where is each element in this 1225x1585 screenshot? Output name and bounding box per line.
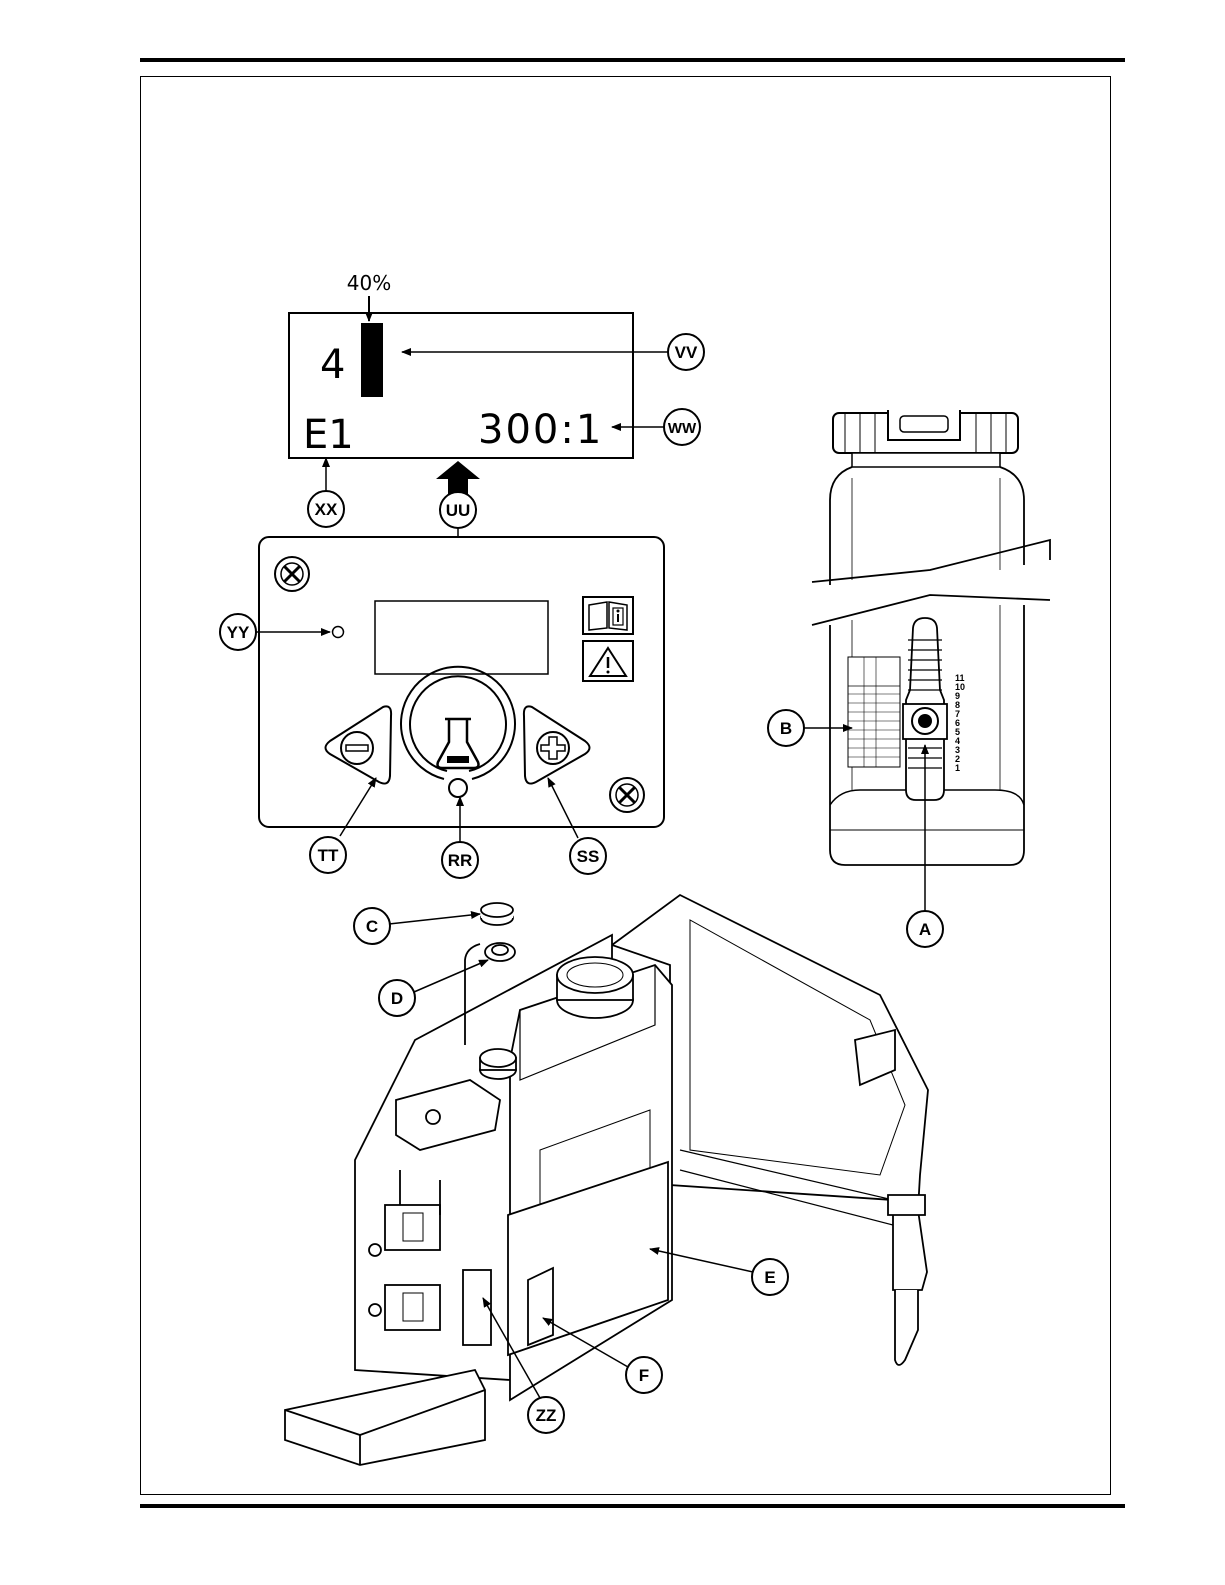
- svg-text:WW: WW: [668, 420, 697, 437]
- svg-text:SS: SS: [577, 847, 600, 866]
- callout-a: A: [907, 911, 943, 947]
- callout-c: C: [354, 908, 390, 944]
- svg-text:VV: VV: [675, 343, 698, 362]
- svg-text:E: E: [764, 1268, 775, 1287]
- callout-e: E: [752, 1259, 788, 1295]
- lcd-display-detail: 40% 4 E1 300:1: [289, 271, 633, 458]
- dilution-chart: [848, 657, 900, 767]
- svg-text:ZZ: ZZ: [536, 1406, 557, 1425]
- svg-text:XX: XX: [315, 500, 338, 519]
- svg-text:A: A: [919, 920, 931, 939]
- error-code: E1: [303, 412, 354, 458]
- callout-d: D: [379, 980, 415, 1016]
- metering-scale: 11 10 9 8 7 6 5 4 3 2 1: [955, 673, 965, 773]
- svg-text:RR: RR: [448, 851, 473, 870]
- concentrate-bottle: 11 10 9 8 7 6 5 4 3 2 1: [812, 410, 1050, 865]
- svg-text:F: F: [639, 1366, 649, 1385]
- indicator-led: [333, 627, 344, 638]
- svg-text:YY: YY: [227, 623, 250, 642]
- callout-rr: RR: [442, 842, 478, 878]
- callout-ss: SS: [570, 838, 606, 874]
- machine-assembly: [285, 895, 928, 1465]
- svg-text:TT: TT: [318, 846, 339, 865]
- level-bar: [361, 323, 383, 397]
- ratio-readout: 300:1: [478, 407, 603, 453]
- svg-text:C: C: [366, 917, 378, 936]
- callout-tt: TT: [310, 837, 346, 873]
- control-panel: [259, 537, 664, 827]
- warning-icon: [583, 641, 633, 681]
- callout-f: F: [626, 1357, 662, 1393]
- callout-uu: UU: [440, 492, 476, 528]
- footer-rule: [140, 1504, 1125, 1508]
- callout-xx: XX: [308, 491, 344, 527]
- manual-info-icon: [583, 597, 633, 634]
- svg-text:D: D: [391, 989, 403, 1008]
- display-window: [375, 601, 548, 674]
- callout-b: B: [768, 710, 804, 746]
- callout-vv: VV: [668, 334, 704, 370]
- svg-text:1: 1: [955, 763, 960, 773]
- percent-label: 40%: [347, 271, 391, 295]
- svg-text:B: B: [780, 719, 792, 738]
- callout-ww: WW: [664, 409, 700, 445]
- up-arrow-icon: [436, 461, 480, 494]
- level-number: 4: [320, 342, 345, 388]
- svg-text:UU: UU: [446, 501, 471, 520]
- callout-yy: YY: [220, 614, 256, 650]
- callout-zz: ZZ: [528, 1397, 564, 1433]
